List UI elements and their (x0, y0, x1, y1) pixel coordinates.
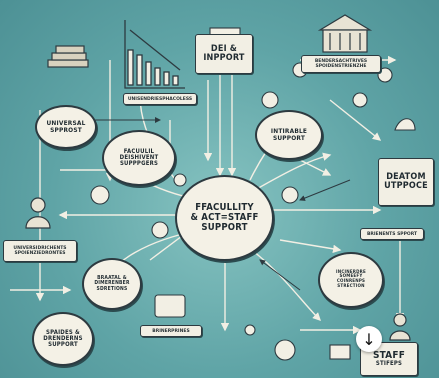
box-top-right: BENDERSACHTRIVES SPOIDENSTRIENZHE (301, 55, 381, 73)
center-node-title: FFACULLITY & ACT=STAFF SUPPORT (190, 202, 259, 233)
node-dei-inpport: DEI & INPPORT (195, 34, 253, 74)
node-left-mid-label: BRAATAL & DIMERENBER SDRETIONS (94, 275, 130, 292)
node-facuulil: FACUULIL DEISHIVENT SUPPPGERS (102, 130, 176, 186)
box-bottom-center-label: BRINERPRINES (152, 328, 190, 334)
node-right-mid: INCINERDRE SOMEEFY COINRENPS STRECTION (318, 252, 384, 308)
box-right-small: BRIENENTS SPPORT (360, 228, 424, 240)
banner-top-label: UNISENDRIESPHACOLESS (127, 96, 193, 102)
banner-top: UNISENDRIESPHACOLESS (123, 93, 197, 105)
box-left: UNIVERSIDRICHENTS SPOIENZIEDRONTES (3, 240, 77, 262)
center-node: FFACULLITY & ACT=STAFF SUPPORT (175, 175, 274, 261)
node-spaides-label: SPAIDES & DRENDERNS SUPPORT (43, 328, 83, 349)
node-dei-inpport-label: DEI & INPPORT (203, 43, 245, 63)
node-universal: UNIVERSAL SPPROST (35, 105, 97, 149)
node-deatom: DEATOM UTPPOCE (378, 158, 434, 206)
download-arrow-icon[interactable]: ↓ (356, 326, 382, 352)
box-right-small-label: BRIENENTS SPPORT (366, 231, 418, 237)
node-universal-label: UNIVERSAL SPPROST (46, 119, 86, 134)
node-intirable-label: INTIRABLE SUPPORT (270, 127, 308, 142)
box-left-label: UNIVERSIDRICHENTS SPOIENZIEDRONTES (13, 246, 67, 256)
node-staff-label: STAFF (372, 349, 406, 361)
box-top-right-label: BENDERSACHTRIVES SPOIDENSTRIENZHE (314, 59, 368, 69)
box-bottom-center: BRINERPRINES (140, 325, 202, 337)
node-staff-sub: STIFEPS (375, 360, 403, 368)
node-deatom-label: DEATOM UTPPOCE (384, 171, 428, 191)
node-right-mid-label: INCINERDRE SOMEEFY COINRENPS STRECTION (336, 269, 366, 289)
node-staff: STAFF STIFEPS (360, 342, 418, 376)
node-left-mid: BRAATAL & DIMERENBER SDRETIONS (82, 258, 142, 310)
node-spaides: SPAIDES & DRENDERNS SUPPORT (32, 312, 94, 366)
node-facuulil-label: FACUULIL DEISHIVENT SUPPPGERS (119, 147, 159, 168)
node-intirable: INTIRABLE SUPPORT (255, 110, 323, 160)
